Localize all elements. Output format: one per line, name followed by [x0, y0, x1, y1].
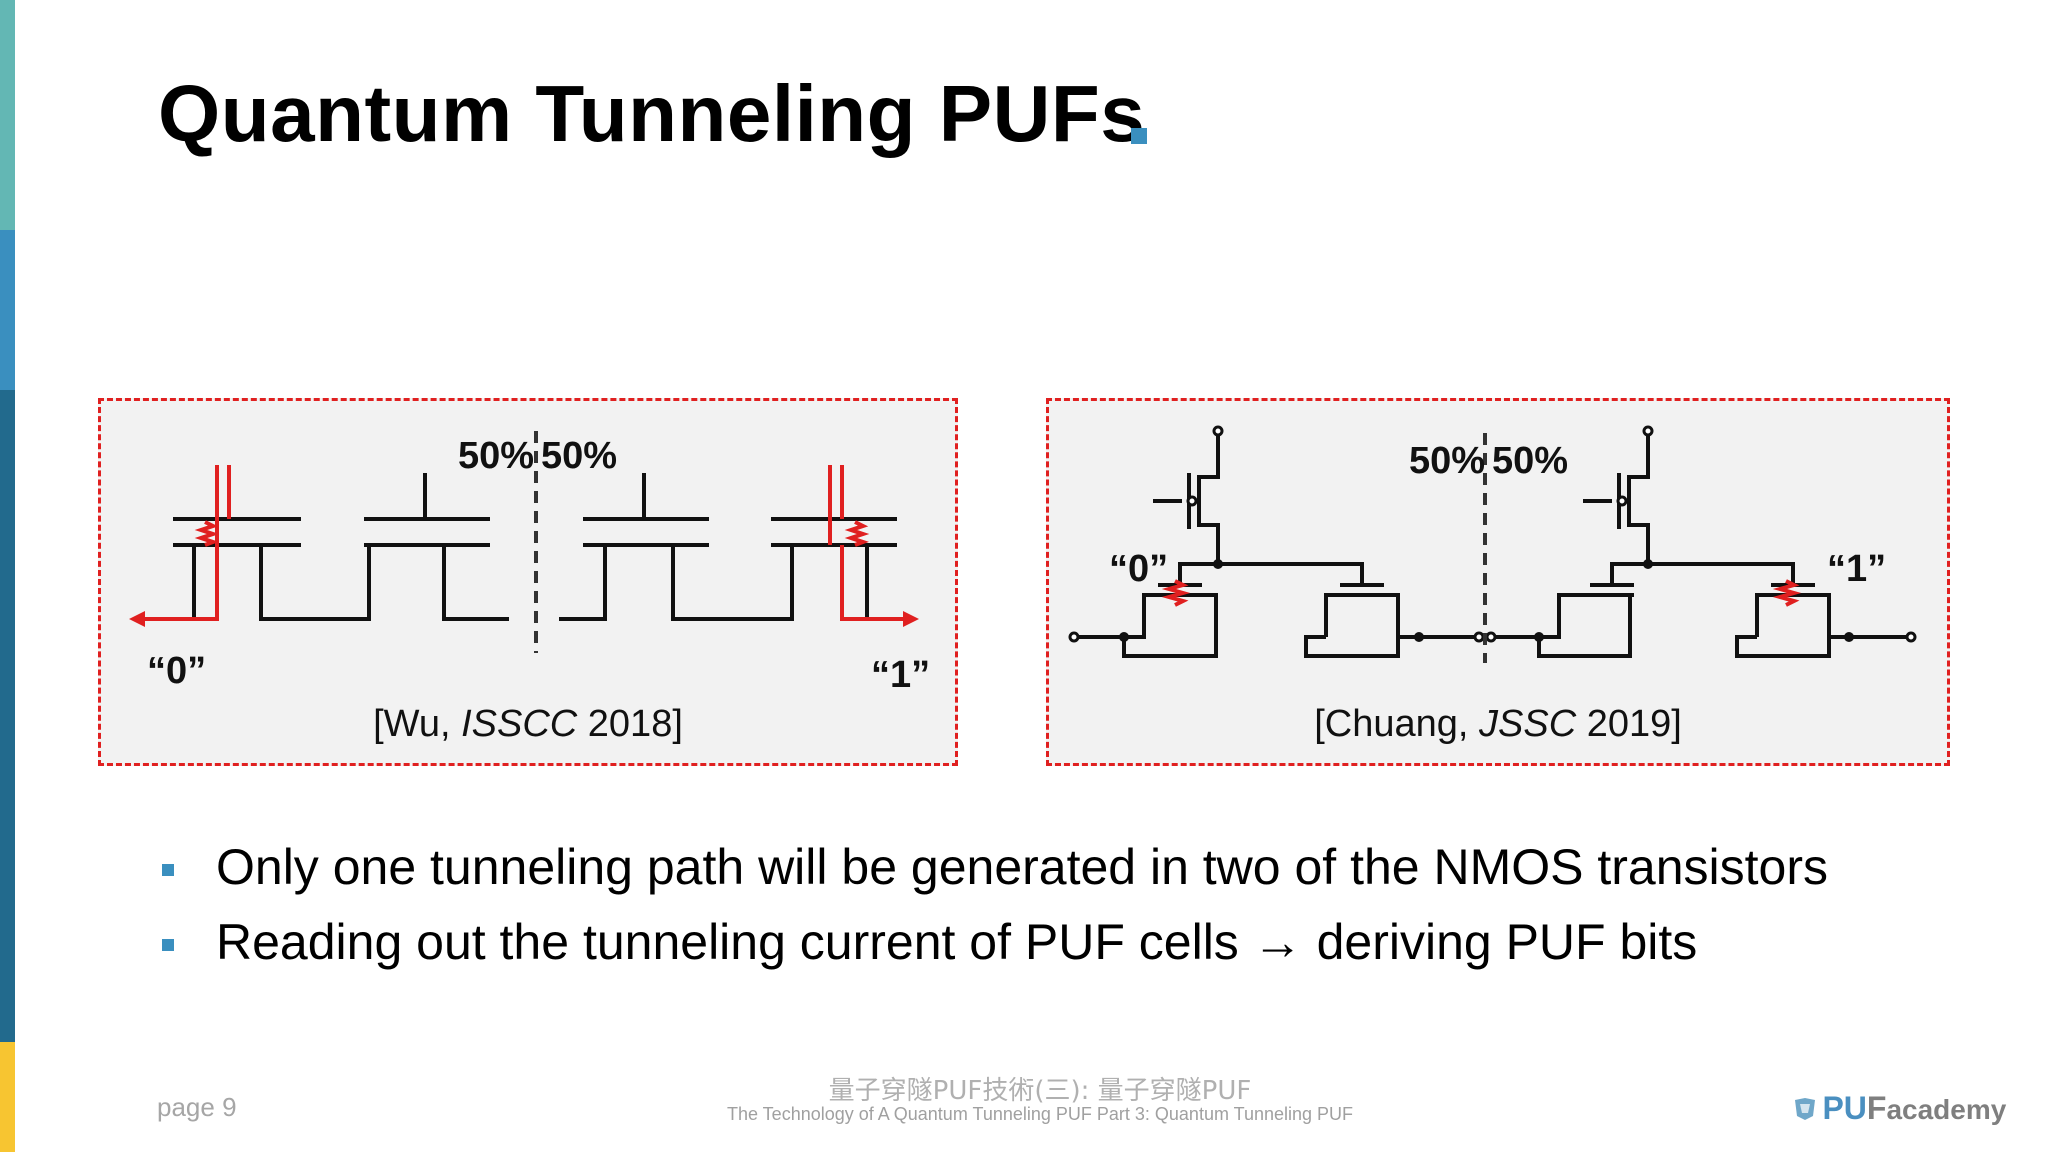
- label-one: “1”: [871, 654, 930, 696]
- logo-text-f: F: [1866, 1090, 1887, 1126]
- bullet-square-icon: [162, 864, 174, 876]
- arrow-left: [129, 611, 145, 627]
- diagram-panel-wu: 50% 50% “0” “1” [Wu, ISSCC 2018]: [98, 398, 958, 766]
- accent-bar-dark-blue: [0, 390, 15, 1042]
- percent-right: 50%: [1492, 440, 1568, 482]
- wu-puf-diagram: 50% 50% “0” “1”: [129, 431, 930, 696]
- chuang-puf-diagram: 50% 50% “0” “1”: [1068, 425, 1917, 663]
- citation-chuang-close: 2019]: [1576, 703, 1682, 745]
- puf-academy-logo: PUFacademy: [1792, 1090, 2006, 1127]
- citation-chuang: [Chuang, JSSC 2019]: [1049, 703, 1947, 746]
- percent-left: 50%: [1409, 440, 1485, 482]
- tunneling-path-left: [143, 465, 231, 621]
- citation-wu: [Wu, ISSCC 2018]: [101, 703, 955, 746]
- label-zero: “0”: [1109, 548, 1168, 590]
- citation-chuang-open: [Chuang,: [1314, 703, 1479, 745]
- accent-bar: [0, 0, 15, 1152]
- footer-title: 量子穿隧PUF技術(三): 量子穿隧PUF: [828, 1076, 1252, 1106]
- accent-bar-teal: [0, 0, 15, 230]
- citation-wu-close: 2018]: [577, 703, 683, 745]
- label-one: “1”: [1827, 548, 1886, 590]
- diagram-panel-chuang: 50% 50% “0” “1” [Chuang, JSSC 2019]: [1046, 398, 1950, 766]
- tunneling-mark-right: [1772, 579, 1802, 607]
- slide-title: Quantum Tunneling PUFs: [158, 69, 1146, 158]
- percent-left: 50%: [458, 435, 534, 477]
- citation-wu-venue: ISSCC: [461, 703, 578, 745]
- footer-subtitle: The Technology of A Quantum Tunneling PU…: [726, 1104, 1354, 1124]
- label-zero: “0”: [147, 650, 206, 692]
- accent-bar-blue: [0, 230, 15, 390]
- bullet-square-icon: [162, 939, 174, 951]
- page-number: page 9: [157, 1092, 237, 1122]
- logo-text-academy: academy: [1886, 1094, 2007, 1125]
- accent-bar-yellow: [0, 1042, 15, 1152]
- arrow-right: [903, 611, 919, 627]
- bullet-text: Reading out the tunneling current of PUF…: [216, 914, 1698, 970]
- citation-wu-open: [Wu,: [373, 703, 462, 745]
- logo-text-pu: PU: [1822, 1090, 1867, 1126]
- percent-right: 50%: [541, 435, 617, 477]
- citation-chuang-venue: JSSC: [1479, 703, 1577, 745]
- title-square-marker: [1131, 128, 1147, 144]
- logo-text: PUFacademy: [1822, 1090, 2007, 1126]
- bullet-text: Only one tunneling path will be generate…: [216, 839, 1828, 895]
- tunneling-mark-left: [1161, 579, 1191, 607]
- tunneling-path-right: [828, 465, 906, 621]
- logo-mark-icon: [1795, 1097, 1815, 1120]
